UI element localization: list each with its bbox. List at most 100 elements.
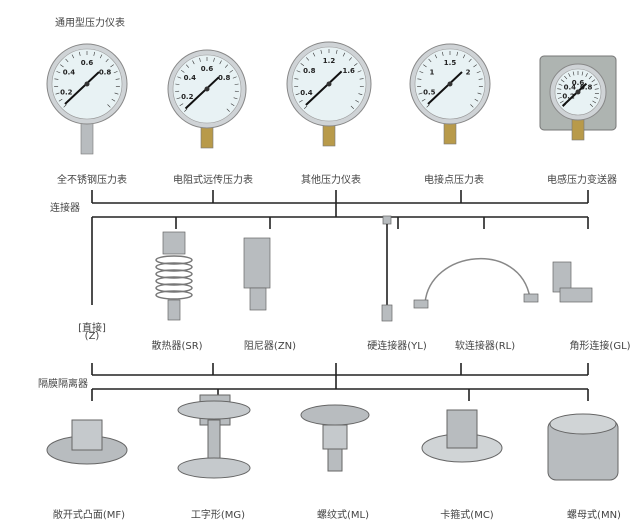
gauge-label: 电接点压力表	[424, 175, 484, 186]
connector-label: 角形连接(GL)	[569, 341, 631, 352]
angle-connector-image	[552, 261, 572, 293]
gauge-scale-label: 0.6	[81, 59, 94, 67]
gauge-needle	[184, 76, 220, 110]
radiator-thread	[167, 299, 181, 321]
section-title-connectors: 连接器	[50, 203, 80, 214]
i-shape-flange	[177, 400, 251, 420]
gauge-tick	[230, 103, 235, 106]
gauge-tick	[594, 88, 599, 90]
connector-label: 硬连接器(YL)	[367, 341, 427, 352]
gauge-needle	[427, 71, 463, 105]
gauge-tick	[71, 54, 75, 59]
gauge-tick	[434, 54, 438, 59]
connector-label: 阻尼器(ZN)	[243, 341, 297, 352]
gauge-tick	[312, 52, 316, 57]
gauge-scale-label: 0.6	[572, 79, 585, 87]
nut-type-top	[549, 413, 617, 435]
gauge-tick	[342, 52, 346, 57]
gauge-stem	[200, 125, 214, 149]
soft-connector-image	[424, 257, 531, 304]
radiator-coil	[155, 255, 193, 265]
gauge-tick	[557, 88, 562, 90]
gauge-tick	[470, 104, 474, 108]
gauge-tick	[417, 78, 422, 80]
gauge-tick	[58, 98, 63, 102]
gauge-tick	[105, 58, 109, 63]
gauge-tick	[304, 105, 308, 109]
pressure-gauge-image: 0.20.40.60.8	[167, 49, 247, 149]
connector-label: 软连接器(RL)	[454, 341, 516, 352]
gauge-tick	[306, 57, 310, 61]
gauge-tick	[79, 51, 81, 56]
gauge-label: 全不锈钢压力表	[57, 175, 127, 186]
gauge-tick	[572, 71, 575, 76]
gauge-needle	[561, 82, 588, 107]
gauge-tick	[180, 69, 185, 73]
gauge-tick	[348, 57, 352, 61]
gauge-scale-label: 1.2	[323, 57, 336, 65]
soft-connector-end	[413, 299, 429, 309]
gauge-tick	[559, 100, 564, 104]
gauge-tick	[224, 64, 229, 68]
gauge-tick	[478, 78, 483, 80]
gauge-tick	[588, 75, 592, 80]
gauge-tick	[592, 100, 597, 104]
gauge-stem	[80, 121, 94, 155]
gauge-stem	[443, 121, 457, 145]
gauge-tick	[179, 103, 184, 106]
diaphragm-label: 卡箍式(MC)	[440, 510, 494, 521]
gauge-tick	[350, 105, 354, 109]
diaphragm-label: 敞开式凸面(MF)	[52, 510, 126, 521]
pressure-gauge-image: 0.2 0.4 0.6 0.8	[46, 43, 128, 155]
gauge-hub	[575, 89, 581, 95]
section-title-general-gauges: 通用型压力仪表	[55, 18, 125, 29]
gauge-tick	[335, 49, 338, 54]
open-flange-top	[71, 419, 103, 451]
gauge-tick	[423, 64, 427, 68]
gauge-tick	[234, 83, 239, 85]
gauge-hub	[447, 81, 453, 87]
gauge-tick	[213, 57, 215, 62]
diaphragm-label: 螺纹式(ML)	[316, 510, 370, 521]
gauge-tick	[593, 83, 598, 86]
gauge-tick	[295, 93, 300, 96]
gauge-scale-label: 0.4	[564, 83, 577, 91]
radiator-connector-image	[162, 231, 186, 255]
gauge-tick	[93, 51, 95, 56]
gauge-stem	[322, 123, 336, 147]
gauge-tick	[299, 99, 303, 103]
gauge-tick	[456, 51, 458, 56]
gauge-tick	[418, 92, 423, 95]
gauge-tick	[594, 96, 599, 99]
gauge-scale-label: 0.4	[300, 89, 313, 97]
gauge-scale-label: 0.2	[60, 89, 73, 97]
gauge-tick	[560, 79, 565, 83]
gauge-tick	[199, 57, 201, 62]
gauge-stem	[571, 117, 585, 141]
direct-label: [直接]	[78, 323, 106, 334]
gauge-tick	[65, 58, 69, 63]
gauge-scale-label: 0.4	[63, 68, 76, 76]
gauge-needle	[64, 71, 100, 105]
gauge-tick	[107, 104, 111, 108]
gauge-hub	[204, 86, 210, 92]
gauge-scale-label: 0.5	[423, 89, 436, 97]
gauge-tick	[421, 98, 426, 102]
diaphragm-label: 工字形(MG)	[190, 510, 246, 521]
pressure-gauge-image: 0.511.52	[409, 43, 491, 145]
radiator-coil	[155, 262, 193, 272]
gauge-tick	[111, 98, 116, 102]
thread-type-body	[322, 424, 348, 450]
gauge-scale-label: 0.8	[99, 68, 112, 76]
soft-connector-end	[523, 293, 539, 303]
gauge-tick	[468, 58, 472, 63]
radiator-coil	[155, 283, 193, 293]
gauge-tick	[233, 97, 238, 100]
hard-connector-top	[382, 215, 392, 225]
gauge-tick	[591, 79, 596, 83]
gauge-tick	[300, 63, 305, 67]
section-title-diaphragm: 隔膜隔离器	[38, 379, 88, 390]
connector-label: 散热器(SR)	[151, 341, 203, 352]
gauge-tick	[426, 104, 430, 108]
